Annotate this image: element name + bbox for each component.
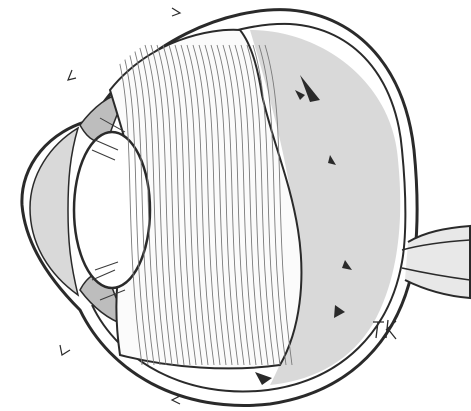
eye-cross-section-drawing [0, 0, 471, 411]
illustration-canvas [0, 0, 471, 411]
